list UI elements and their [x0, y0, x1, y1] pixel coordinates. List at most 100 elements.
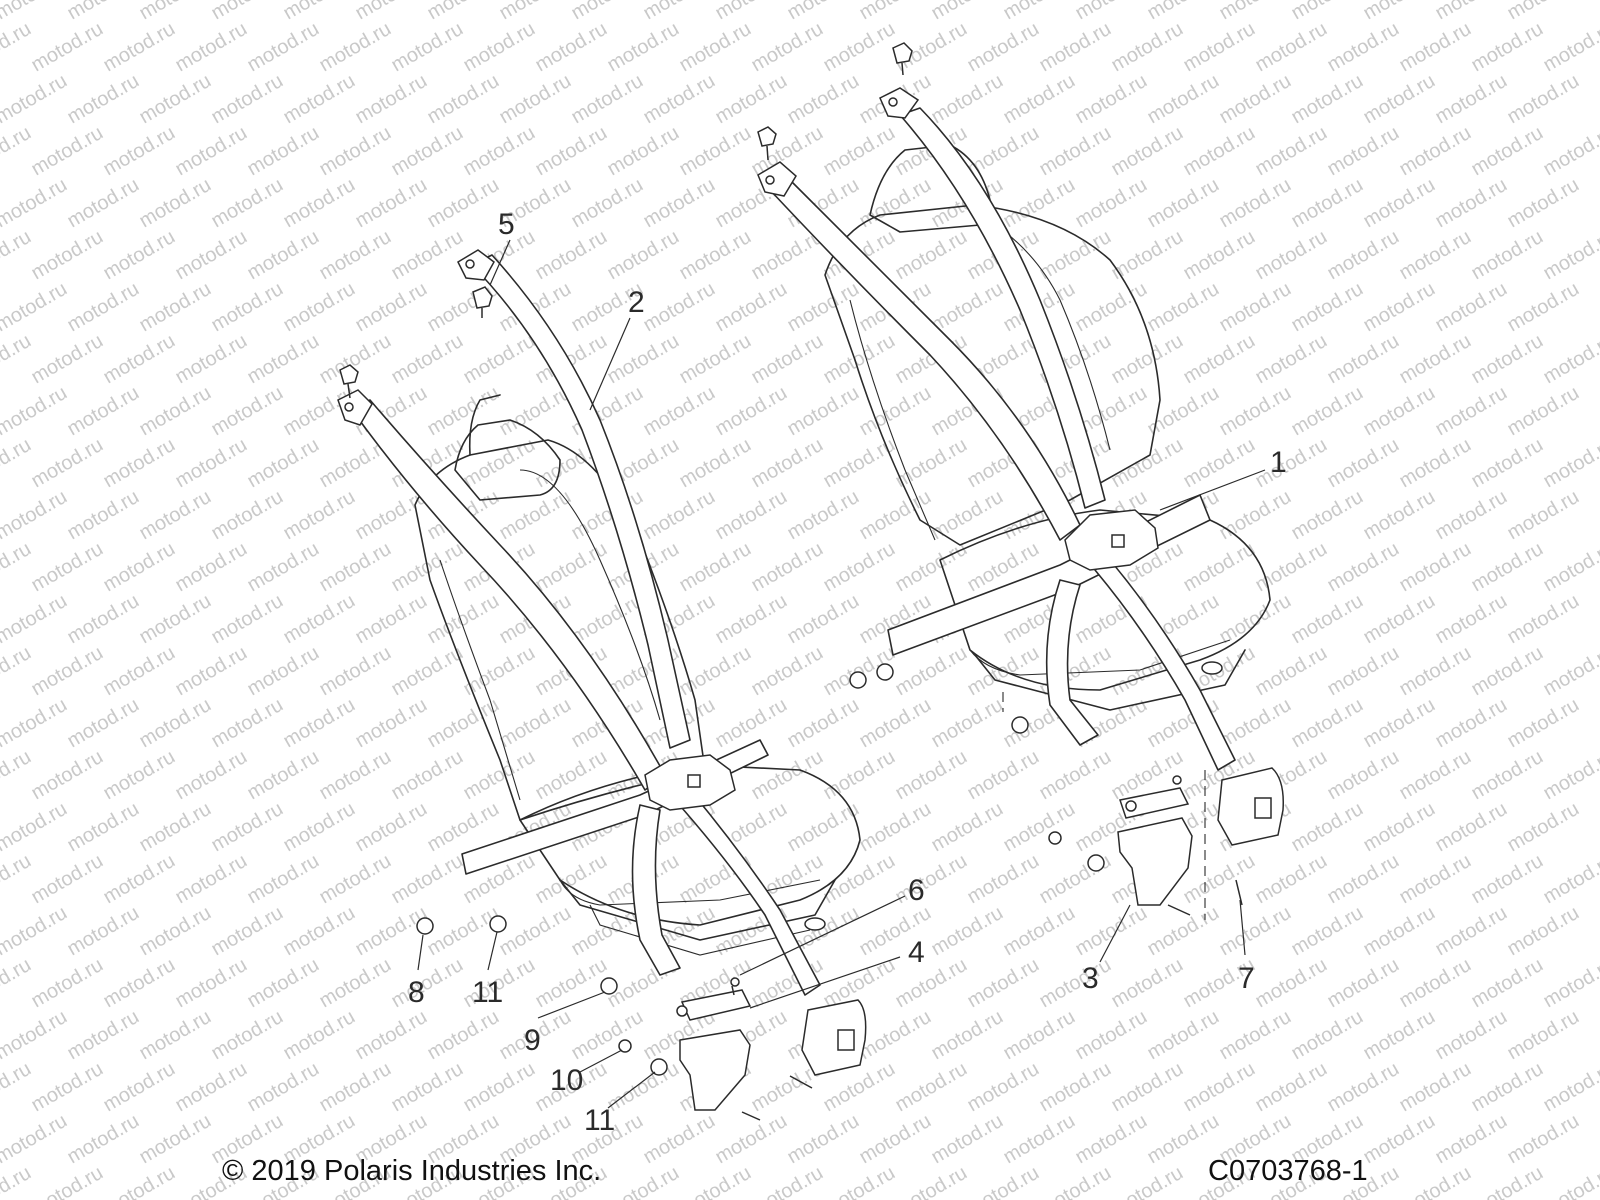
watermark-text: motod.ru	[1108, 330, 1187, 389]
watermark-text: motod.ru	[100, 1162, 179, 1200]
watermark-text: motod.ru	[1144, 174, 1223, 233]
watermark-text: motod.ru	[100, 954, 179, 1013]
watermark-text: motod.ru	[64, 382, 143, 441]
watermark-text: motod.ru	[712, 590, 791, 649]
watermark-text: motod.ru	[64, 0, 143, 24]
watermark-text: motod.ru	[892, 1058, 971, 1117]
watermark-text: motod.ru	[1288, 902, 1367, 961]
watermark-text: motod.ru	[64, 798, 143, 857]
watermark-text: motod.ru	[568, 1006, 647, 1065]
watermark-text: motod.ru	[28, 746, 107, 805]
watermark-text: motod.ru	[136, 902, 215, 961]
watermark-text: motod.ru	[532, 954, 611, 1013]
watermark-text: motod.ru	[1036, 954, 1115, 1013]
right-upper-anchor-inner	[879, 87, 920, 119]
watermark-text: motod.ru	[496, 902, 575, 961]
watermark-text: motod.ru	[1108, 18, 1187, 77]
watermark-text: motod.ru	[352, 0, 431, 24]
watermark-text: motod.ru	[244, 226, 323, 285]
watermark-text: motod.ru	[0, 330, 35, 389]
watermark-text: motod.ru	[1396, 434, 1475, 493]
left-upper-anchor-inner	[457, 249, 495, 281]
watermark-text: motod.ru	[676, 434, 755, 493]
watermark-text: motod.ru	[0, 486, 71, 545]
watermark-text: motod.ru	[244, 330, 323, 389]
watermark-text: motod.ru	[1072, 0, 1151, 24]
watermark-text: motod.ru	[460, 1058, 539, 1117]
watermark-text: motod.ru	[1144, 70, 1223, 129]
watermark-text: motod.ru	[676, 642, 755, 701]
watermark-text: motod.ru	[1504, 1110, 1583, 1169]
watermark-text: motod.ru	[280, 694, 359, 753]
watermark-text: motod.ru	[352, 70, 431, 129]
watermark-text: motod.ru	[352, 798, 431, 857]
watermark-text: motod.ru	[1252, 122, 1331, 181]
watermark-text: motod.ru	[1360, 0, 1439, 24]
watermark-text: motod.ru	[1504, 798, 1583, 857]
watermark-text: motod.ru	[1180, 434, 1259, 493]
left-upper-anchor-outer	[337, 389, 373, 426]
watermark-text: motod.ru	[1180, 226, 1259, 285]
watermark-text: motod.ru	[604, 226, 683, 285]
watermark-text: motod.ru	[100, 642, 179, 701]
callout-labels: 1 2 3 4 5 6 7 8 9 10 11 11	[408, 208, 1287, 1137]
watermark-text: motod.ru	[1540, 330, 1600, 389]
watermark-text: motod.ru	[424, 590, 503, 649]
watermark-text: motod.ru	[604, 1058, 683, 1117]
watermark-text: motod.ru	[1324, 226, 1403, 285]
watermark-text: motod.ru	[604, 330, 683, 389]
watermark-text: motod.ru	[208, 798, 287, 857]
watermark-text: motod.ru	[1072, 1110, 1151, 1169]
watermark-text: motod.ru	[28, 642, 107, 701]
watermark-text: motod.ru	[100, 226, 179, 285]
watermark-text: motod.ru	[1180, 850, 1259, 909]
watermark-text: motod.ru	[1252, 18, 1331, 77]
left-shoulder-strap-inner	[471, 254, 691, 749]
callout-4: 4	[908, 936, 925, 969]
watermark-text: motod.ru	[28, 538, 107, 597]
watermark-text: motod.ru	[172, 434, 251, 493]
watermark-text: motod.ru	[1144, 902, 1223, 961]
watermark-text: motod.ru	[1396, 850, 1475, 909]
watermark-text: motod.ru	[1252, 954, 1331, 1013]
watermark-text: motod.ru	[1540, 642, 1600, 701]
watermark-text: motod.ru	[1144, 382, 1223, 441]
watermark-text: motod.ru	[316, 122, 395, 181]
watermark-text: motod.ru	[1108, 434, 1187, 493]
watermark-text: motod.ru	[460, 18, 539, 77]
watermark-text: motod.ru	[1540, 226, 1600, 285]
watermark-text: motod.ru	[1468, 1162, 1547, 1200]
watermark-text: motod.ru	[1360, 798, 1439, 857]
watermark-text: motod.ru	[1288, 174, 1367, 233]
watermark-text: motod.ru	[1504, 1006, 1583, 1065]
watermark-text: motod.ru	[496, 694, 575, 753]
watermark-text: motod.ru	[1468, 746, 1547, 805]
watermark-text: motod.ru	[496, 486, 575, 545]
watermark-text: motod.ru	[208, 0, 287, 24]
watermark-text: motod.ru	[352, 694, 431, 753]
watermark-text: motod.ru	[640, 486, 719, 545]
watermark-text: motod.ru	[316, 18, 395, 77]
watermark-text: motod.ru	[28, 18, 107, 77]
watermark-text: motod.ru	[136, 278, 215, 337]
right-cover-plate	[1119, 787, 1190, 819]
watermark-text: motod.ru	[388, 122, 467, 181]
watermark-text: motod.ru	[820, 850, 899, 909]
watermark-text: motod.ru	[928, 1006, 1007, 1065]
right-top-bolt-a	[757, 126, 777, 161]
watermark-text: motod.ru	[640, 70, 719, 129]
callout-11-upper: 11	[472, 976, 503, 1009]
watermark-text: motod.ru	[64, 70, 143, 129]
watermark-text: motod.ru	[100, 538, 179, 597]
watermark-text: motod.ru	[1540, 954, 1600, 1013]
callout-leaders	[417, 239, 1266, 1109]
watermark-text: motod.ru	[1216, 278, 1295, 337]
watermark-text: motod.ru	[1396, 330, 1475, 389]
watermark-text: motod.ru	[640, 278, 719, 337]
callout-10: 10	[550, 1064, 583, 1097]
watermark-text: motod.ru	[1360, 70, 1439, 129]
watermark-text: motod.ru	[712, 1110, 791, 1169]
watermark-text: motod.ru	[1468, 226, 1547, 285]
watermark-text: motod.ru	[64, 1110, 143, 1169]
watermark-text: motod.ru	[100, 746, 179, 805]
